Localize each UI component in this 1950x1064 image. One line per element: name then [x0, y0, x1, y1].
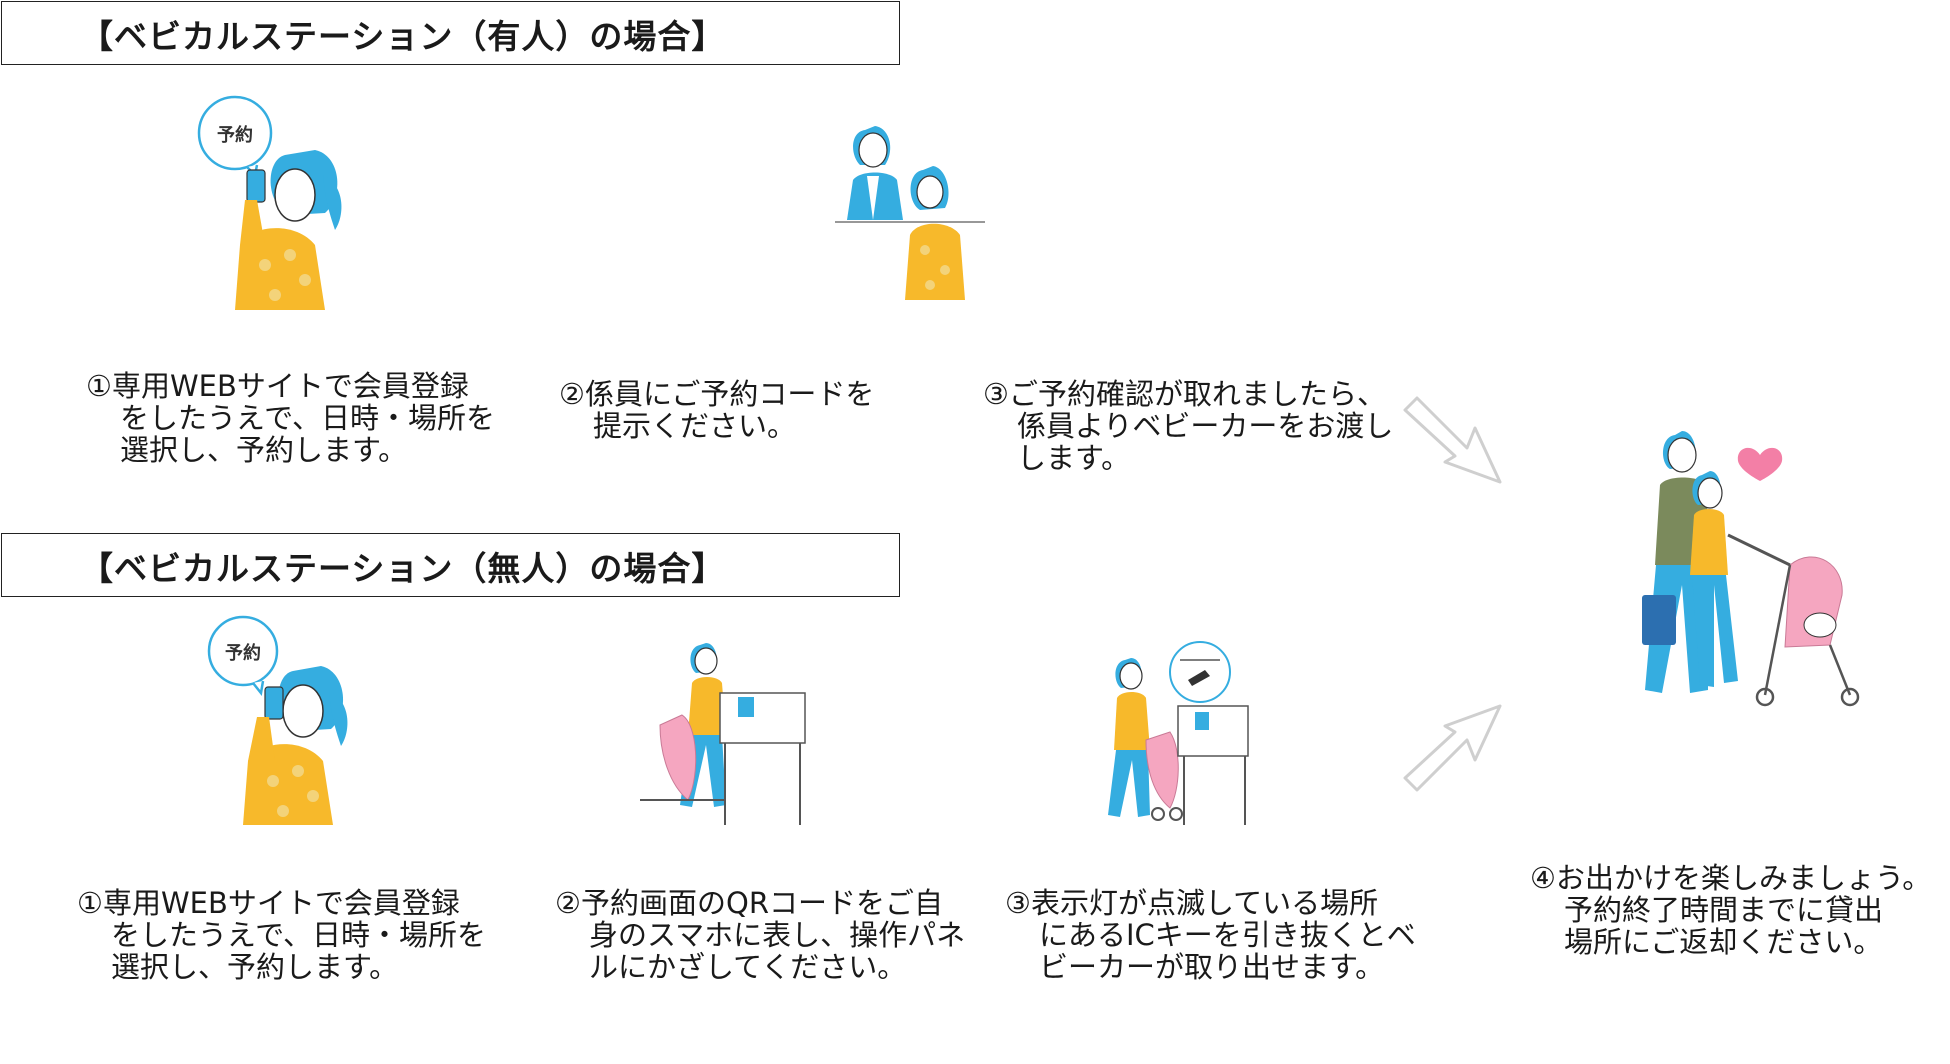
- staffed-section-title: 【ベビカルステーション（有人）の場合】: [80, 17, 726, 56]
- unstaffed-step-2-text: ②予約画面のQRコードをご自 身のスマホに表し、操作パネ ルにかざしてください。: [555, 886, 966, 984]
- woman-phone-reservation-illustration: 予約: [197, 95, 342, 310]
- kiosk-qr-scan-illustration: [640, 643, 806, 825]
- staffed-section-header: 【ベビカルステーション（有人）の場合】: [1, 1, 900, 65]
- heart-icon: [1737, 447, 1783, 481]
- arrow-up-right-icon: [1403, 704, 1502, 792]
- staffed-step-3-text: ③ご予約確認が取れましたら、 係員よりベビーカーをお渡し します。: [983, 377, 1394, 475]
- final-step-text: ④お出かけを楽しみましょう。 予約終了時間までに貸出 場所にご返却ください。: [1530, 861, 1932, 959]
- unstaffed-section-header: 【ベビカルステーション（無人）の場合】: [1, 533, 900, 597]
- staff-counter-illustration: [835, 126, 985, 300]
- ic-key-pickup-illustration: [1108, 641, 1249, 825]
- bubble-reservation-text: 予約: [217, 124, 253, 146]
- bubble-reservation-text-2: 予約: [225, 642, 261, 664]
- unstaffed-section-title: 【ベビカルステーション（無人）の場合】: [80, 549, 726, 588]
- staffed-step-2-text: ②係員にご予約コードを 提示ください。: [559, 377, 875, 443]
- speech-bubble-icon-2: [207, 615, 279, 687]
- staffed-step-1-text: ①専用WEBサイトで会員登録 をしたうえで、日時・場所を 選択し、予約します。: [86, 369, 495, 467]
- woman-phone-reservation-illustration-2: 予約: [207, 615, 348, 825]
- unstaffed-step-3-text: ③表示灯が点滅している場所 にあるICキーを引き抜くとベ ビーカーが取り出せます…: [1005, 886, 1416, 984]
- family-stroller-illustration: [1642, 431, 1860, 707]
- arrow-down-right-icon: [1403, 396, 1502, 484]
- speech-bubble-icon: [197, 95, 273, 171]
- ic-key-zoom-icon: [1169, 641, 1231, 703]
- unstaffed-step-1-text: ①専用WEBサイトで会員登録 をしたうえで、日時・場所を 選択し、予約します。: [77, 886, 486, 984]
